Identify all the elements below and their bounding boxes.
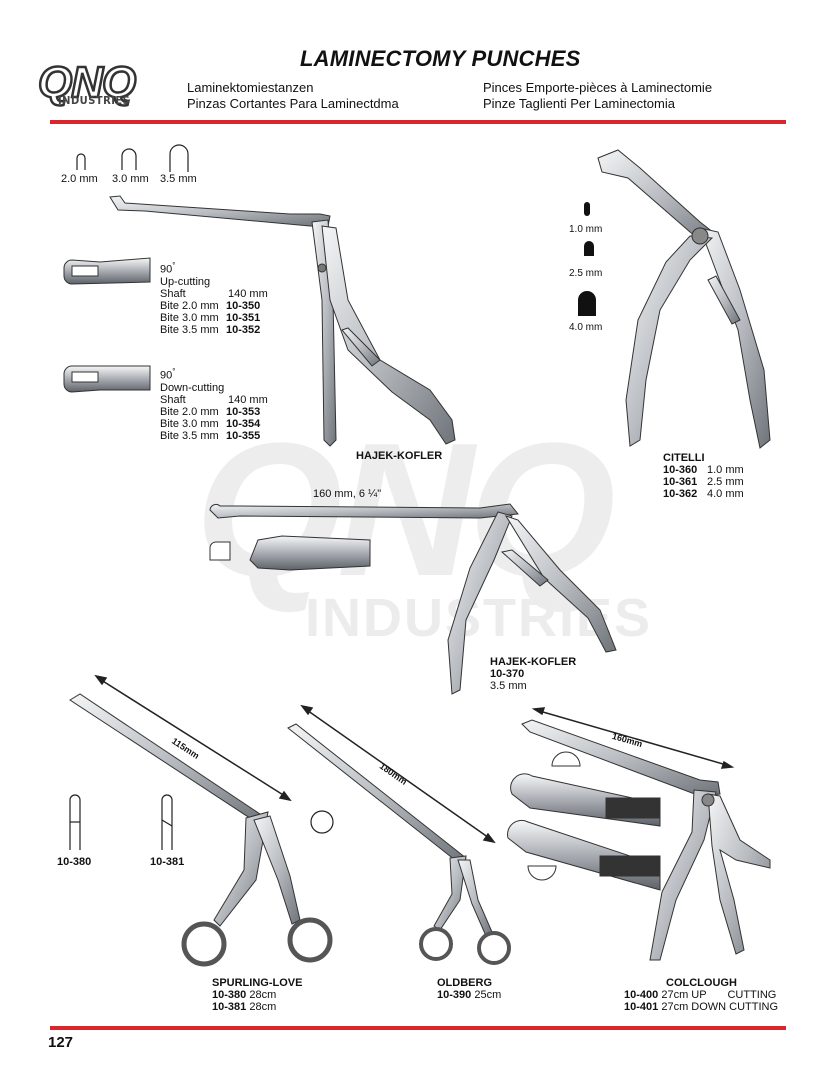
- translation-spanish: Pinzas Cortantes Para Laminectdma: [187, 96, 399, 111]
- page-title: LAMINECTOMY PUNCHES: [300, 46, 581, 71]
- product-code: 10-381: [212, 1001, 247, 1013]
- product-code: 10-370: [490, 668, 525, 680]
- product-code: 10-352: [226, 323, 261, 336]
- colclough-dimension: [531, 707, 735, 769]
- bite-size-shapes: [76, 144, 189, 172]
- row-label: Bite 2.0 mm: [160, 299, 219, 312]
- translation-italian: Pinze Taglienti Per Laminectomia: [483, 96, 675, 111]
- up-cutting-shaft: Shaft: [160, 287, 186, 300]
- hajek-kofler-2-length: 160 mm, 6 ¼": [313, 488, 382, 500]
- hajek-kofler-2-instrument: [209, 503, 617, 695]
- bite-label-35: 3.5 mm: [160, 173, 197, 185]
- up-cutting-length: 140 mm: [228, 287, 268, 300]
- hajek-kofler-2-name: HAJEK-KOFLER: [490, 656, 577, 668]
- colclough-spec: COLCLOUGH 10-400 27cm UP CUTTING 10-401 …: [624, 977, 779, 1013]
- down-cutting-shaft: Shaft: [160, 393, 186, 406]
- up-cutting-angle: 90: [160, 263, 173, 276]
- product-code: 10-401: [624, 1001, 659, 1013]
- translation-french: Pinces Emporte-pièces à Laminectomie: [483, 80, 713, 95]
- product-code: 10-355: [226, 429, 261, 442]
- brand-logo-subtitle: INDUSTRIES: [58, 94, 131, 107]
- spurling-love-dimension: [94, 674, 292, 802]
- row-label: Bite 3.5 mm: [160, 323, 219, 336]
- citelli-instrument: [597, 149, 771, 449]
- citelli-tip-shapes: [578, 202, 596, 316]
- oldberg-instrument: [287, 723, 511, 965]
- bite-label-2: 2.0 mm: [61, 173, 98, 185]
- bite-label-3: 3.0 mm: [112, 173, 149, 185]
- citelli-tip-label-2: 2.5 mm: [569, 268, 603, 279]
- up-cutting-tip: [63, 257, 151, 285]
- footer-divider: [50, 1026, 786, 1030]
- spurling-love-spec: SPURLING-LOVE 10-380 28cm 10-381 28cm: [212, 977, 303, 1013]
- product-code: 10-353: [226, 405, 261, 418]
- translation-german: Laminektomiestanzen: [187, 80, 314, 95]
- oldberg-dimension: [300, 704, 496, 844]
- down-cutting-angle: 90: [160, 369, 173, 382]
- translations-right: Pinces Emporte-pièces à Laminectomie Pin…: [483, 80, 712, 112]
- row-label: Bite 2.0 mm: [160, 405, 219, 418]
- hajek-kofler-2-spec: HAJEK-KOFLER 10-370 3.5 mm: [490, 656, 576, 692]
- spurling-love-tips: [69, 794, 334, 850]
- colclough-name: COLCLOUGH: [666, 977, 737, 989]
- row-label: Bite 3.0 mm: [160, 311, 219, 324]
- down-cutting-label: Down-cutting: [160, 381, 225, 394]
- down-cutting-tip: [63, 365, 151, 393]
- brand-logo: QNQ: [37, 57, 138, 109]
- product-code: 10-360: [663, 464, 698, 476]
- colclough-tips: [507, 751, 661, 891]
- product-code: 10-380: [212, 989, 247, 1001]
- spurling-tip-code-2: 10-381: [150, 856, 185, 868]
- citelli-name: CITELLI: [663, 452, 705, 464]
- hajek-kofler-name: HAJEK-KOFLER: [356, 450, 443, 462]
- up-cutting-label: Up-cutting: [160, 275, 211, 288]
- product-code: 10-354: [226, 417, 261, 430]
- product-code: 10-400: [624, 989, 659, 1001]
- row-label: Bite 3.5 mm: [160, 429, 219, 442]
- down-cutting-length: 140 mm: [228, 393, 268, 406]
- page-number: 127: [48, 1034, 74, 1051]
- row-label: Bite 3.0 mm: [160, 417, 219, 430]
- citelli-tip-label-1: 1.0 mm: [569, 224, 603, 235]
- product-code: 10-350: [226, 299, 261, 312]
- colclough-instrument: [521, 719, 771, 961]
- hajek-kofler-2-size: 3.5 mm: [490, 680, 527, 692]
- product-code: 10-361: [663, 476, 698, 488]
- spurling-love-name: SPURLING-LOVE: [212, 977, 303, 989]
- product-code: 10-362: [663, 488, 698, 500]
- header-divider: [50, 120, 786, 124]
- spurling-tip-code-1: 10-380: [57, 856, 92, 868]
- citelli-tip-label-3: 4.0 mm: [569, 322, 603, 333]
- hajek-kofler-2-tip: [209, 535, 371, 571]
- translations-left: Laminektomiestanzen Pinzas Cortantes Par…: [187, 80, 399, 112]
- hajek-kofler-instrument: [109, 195, 456, 447]
- product-code: 10-351: [226, 311, 261, 324]
- spurling-love-instrument: [69, 693, 333, 967]
- oldberg-spec: OLDBERG 10-390 25cm: [437, 977, 502, 1001]
- product-code: 10-390: [437, 989, 472, 1001]
- oldberg-name: OLDBERG: [437, 977, 492, 989]
